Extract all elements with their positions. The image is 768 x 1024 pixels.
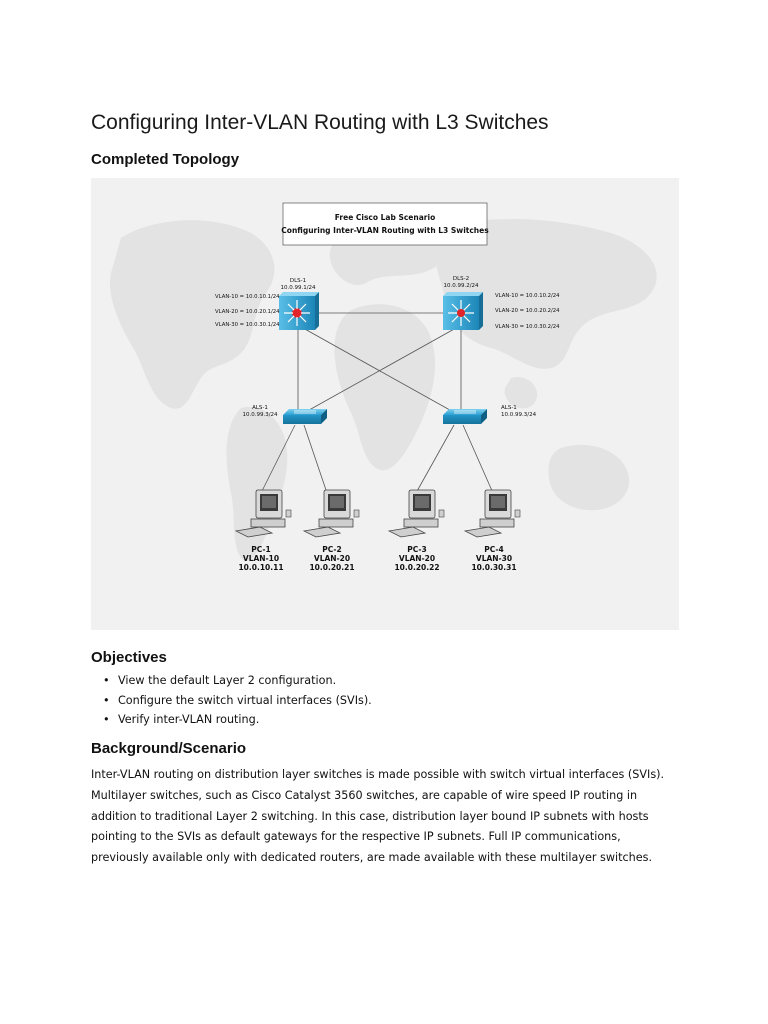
als1-name: ALS-1 (252, 405, 268, 411)
link-als1-pc1 (260, 424, 296, 494)
pc-ip: 10.0.20.22 (394, 563, 439, 572)
dls2-svi-30: VLAN-30 = 10.0.30.2/24 (495, 324, 560, 330)
banner-line2: Configuring Inter-VLAN Routing with L3 S… (281, 226, 489, 235)
dls1-svi-30: VLAN-30 = 10.0.30.1/24 (215, 322, 280, 328)
objectives-heading: Objectives (91, 649, 167, 666)
multilayer-switch-icon (279, 292, 319, 330)
page-title: Configuring Inter-VLAN Routing with L3 S… (91, 111, 549, 134)
link-als2-pc4 (462, 424, 494, 494)
pc-vlan: VLAN-20 (399, 554, 435, 563)
als2-ip: 10.0.99.3/24 (501, 412, 537, 418)
pc-ip: 10.0.20.21 (309, 563, 354, 572)
banner-line1: Free Cisco Lab Scenario (335, 213, 435, 222)
dls1-name: DLS-1 (290, 278, 306, 284)
objective-text: Verify inter-VLAN routing. (118, 713, 260, 726)
workgroup-switch-icon (283, 409, 327, 424)
link-dls1-als2 (302, 327, 458, 415)
pc-vlan: VLAN-30 (476, 554, 512, 563)
bullet-icon: • (103, 713, 110, 726)
pc-ip: 10.0.30.31 (471, 563, 516, 572)
background-paragraph: Inter-VLAN routing on distribution layer… (91, 768, 665, 865)
topology-diagram: Free Cisco Lab Scenario Configuring Inte… (91, 178, 679, 630)
als2-switch: ALS-1 10.0.99.3/24 (443, 405, 537, 424)
link-als2-pc3 (415, 424, 455, 494)
bullet-icon: • (103, 693, 110, 707)
world-map-background (110, 218, 657, 561)
list-item: • Verify inter-VLAN routing. (103, 710, 372, 730)
network-links (260, 312, 494, 494)
dls1-svi-10: VLAN-10 = 10.0.10.1/24 (215, 294, 280, 300)
objective-text: Configure the switch virtual interfaces … (118, 693, 372, 707)
link-als1-pc2 (303, 424, 328, 494)
pc-ip: 10.0.10.11 (238, 563, 283, 572)
dls2-name: DLS-2 (453, 276, 469, 282)
pc-vlan: VLAN-20 (314, 554, 350, 563)
dls2-svi-10: VLAN-10 = 10.0.10.2/24 (495, 293, 560, 299)
als2-name: ALS-1 (501, 405, 517, 411)
als1-switch: ALS-1 10.0.99.3/24 (242, 405, 327, 424)
pc-name: PC-4 (484, 545, 504, 554)
topology-heading: Completed Topology (91, 151, 240, 168)
pc-name: PC-2 (322, 545, 342, 554)
pc-4: PC-4 VLAN-30 10.0.30.31 (463, 489, 521, 572)
multilayer-switch-icon (443, 292, 483, 330)
dls2-ip: 10.0.99.2/24 (443, 283, 479, 289)
pc-1: PC-1 VLAN-10 10.0.10.11 (234, 489, 292, 572)
bullet-icon: • (103, 674, 110, 687)
pc-workstation-icon (387, 489, 445, 538)
link-dls2-als1 (301, 327, 457, 415)
workgroup-switch-icon (443, 409, 487, 424)
background-heading: Background/Scenario (91, 740, 247, 757)
pc-workstation-icon (234, 489, 292, 538)
pc-workstation-icon (463, 489, 521, 538)
list-item: • Configure the switch virtual interfaces… (103, 691, 372, 711)
pc-3: PC-3 VLAN-20 10.0.20.22 (387, 489, 445, 572)
list-item: • View the default Layer 2 configuration. (103, 671, 372, 691)
pc-2: PC-2 VLAN-20 10.0.20.21 (302, 489, 360, 572)
dls1-ip: 10.0.99.1/24 (280, 285, 316, 291)
pc-vlan: VLAN-10 (243, 554, 279, 563)
pc-name: PC-3 (407, 545, 427, 554)
dls1-svi-20: VLAN-20 = 10.0.20.1/24 (215, 309, 280, 315)
objective-text: View the default Layer 2 configuration. (118, 674, 337, 687)
pc-name: PC-1 (251, 545, 271, 554)
pc-workstation-icon (302, 489, 360, 538)
dls2-svi-20: VLAN-20 = 10.0.20.2/24 (495, 308, 560, 314)
scenario-banner: Free Cisco Lab Scenario Configuring Inte… (281, 202, 489, 246)
dls1-switch: DLS-1 10.0.99.1/24 VLAN-10 = 10.0.10.1/2… (215, 278, 319, 330)
dls2-switch: DLS-2 10.0.99.2/24 VLAN-10 = 10.0.10.2/2… (443, 276, 560, 330)
objectives-list: • View the default Layer 2 configuration.… (103, 671, 372, 730)
als1-ip: 10.0.99.3/24 (242, 412, 278, 418)
